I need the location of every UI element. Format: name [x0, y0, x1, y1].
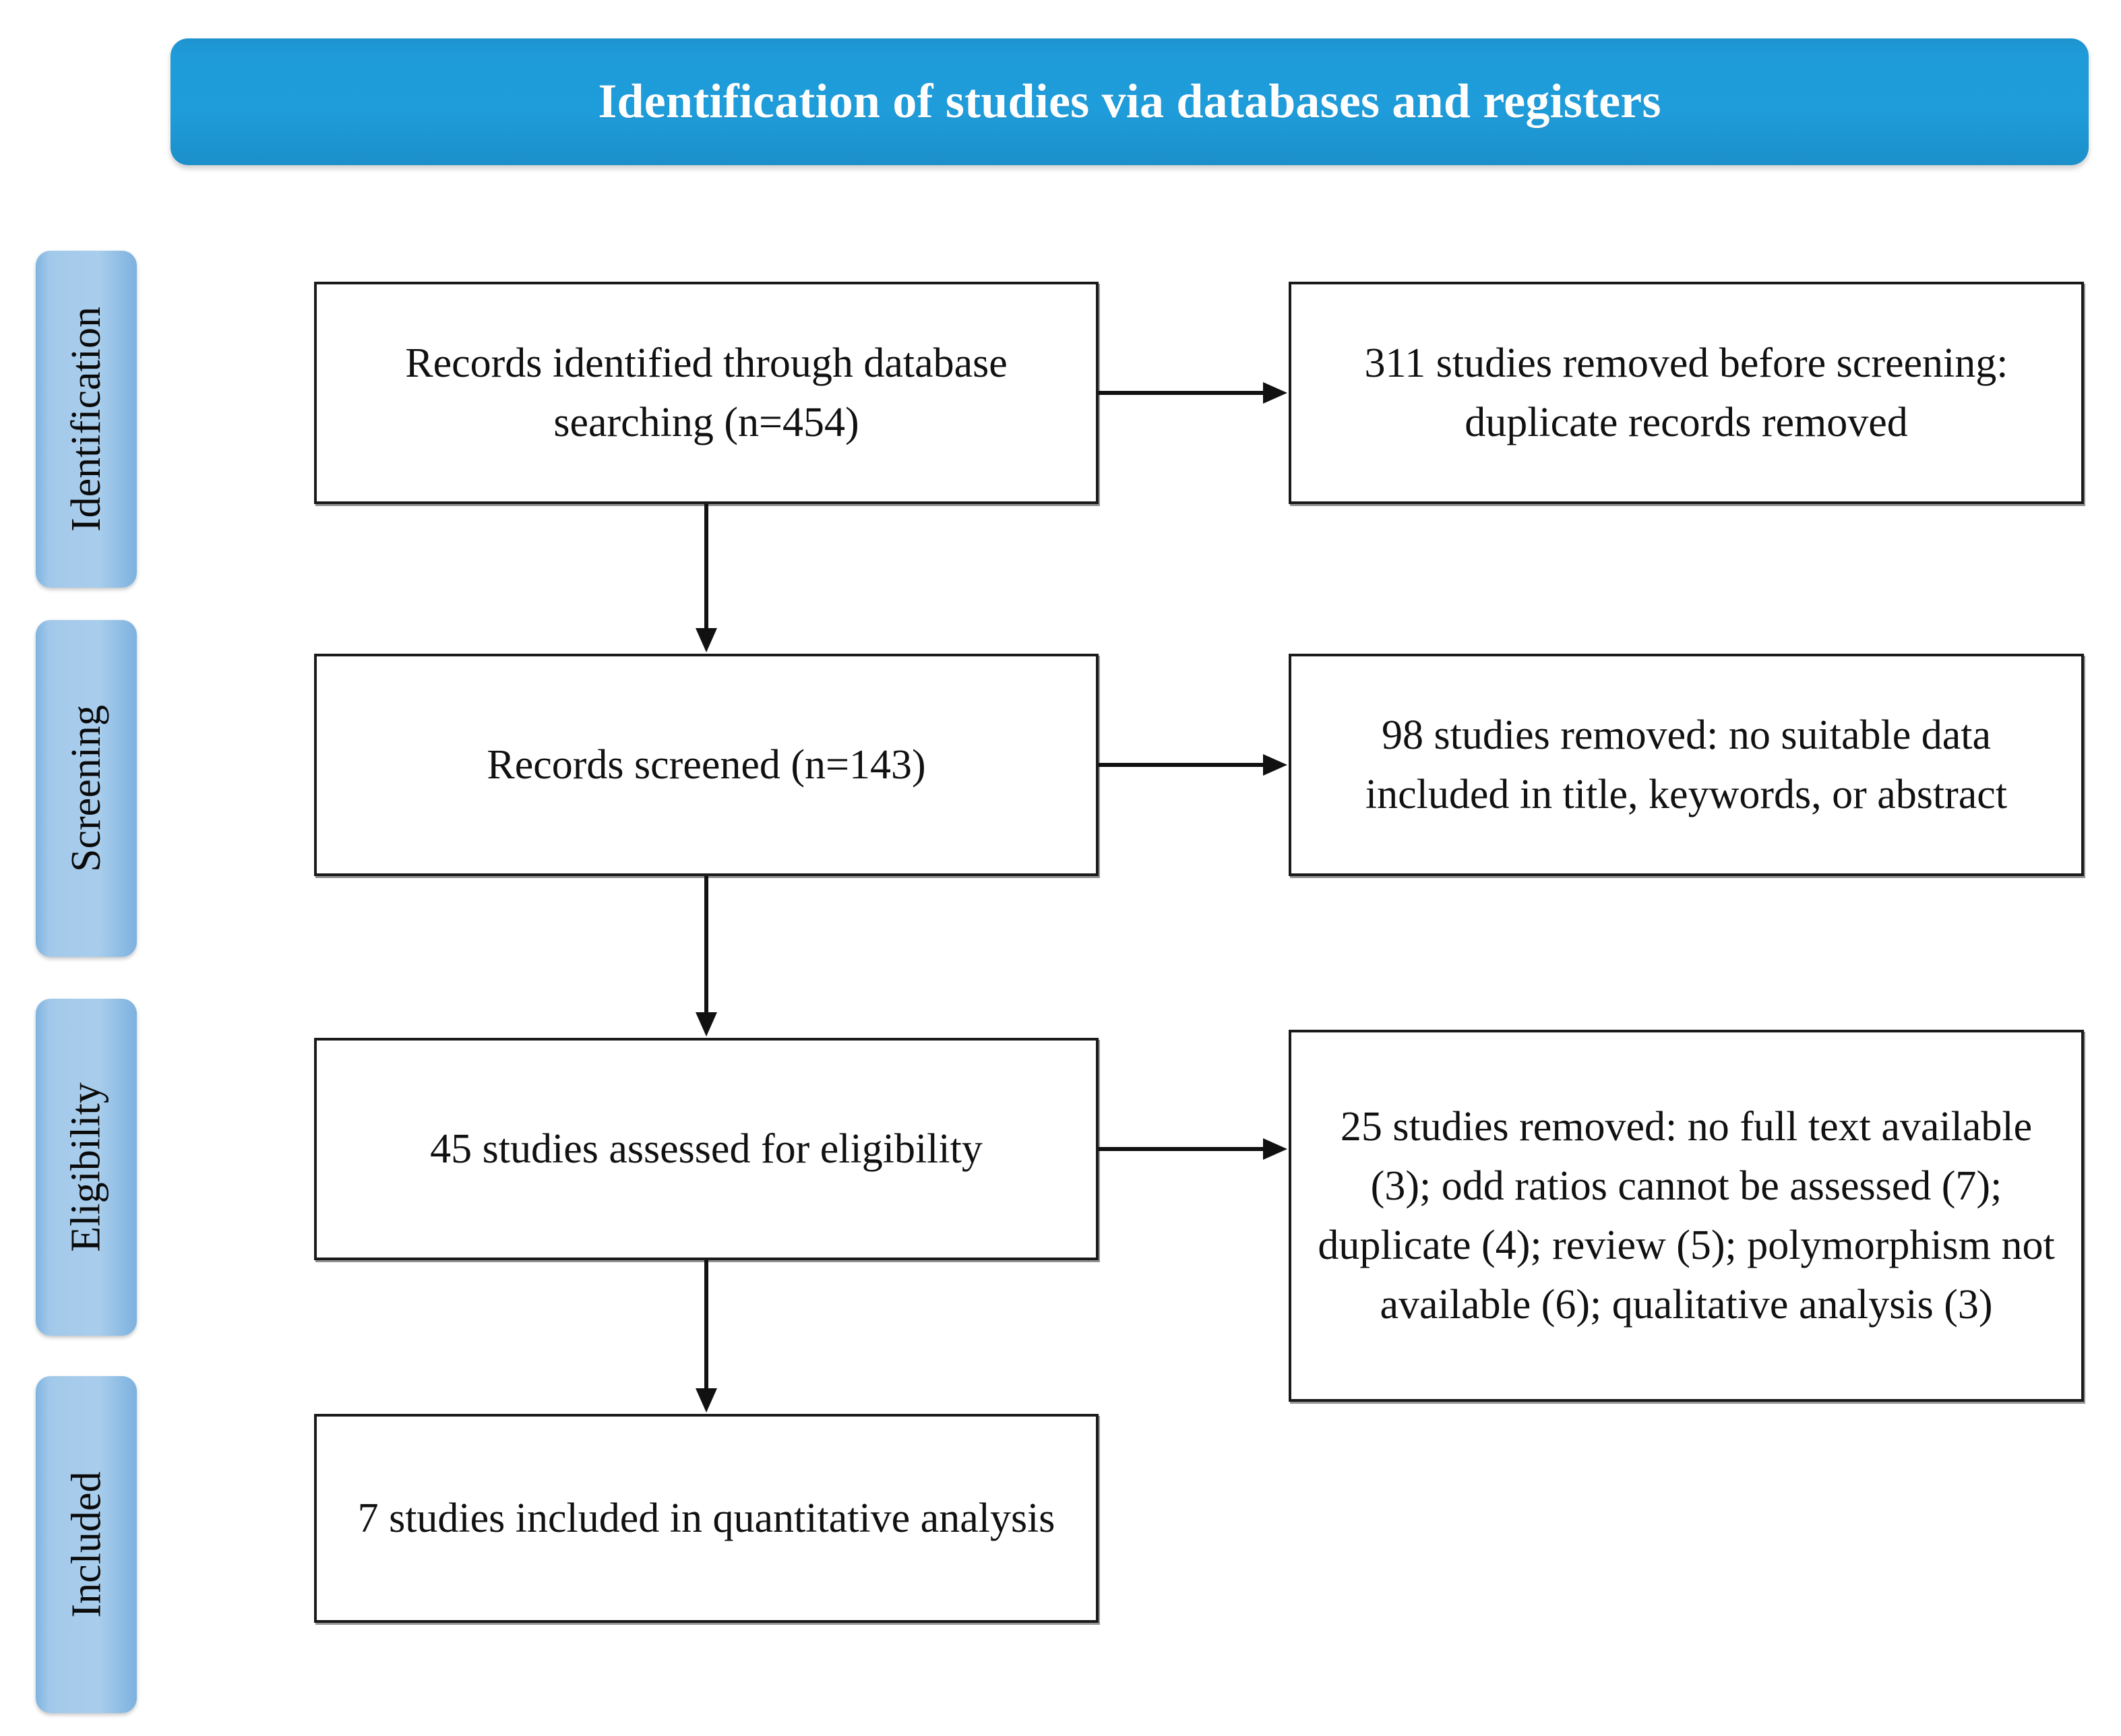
stage-tab-identification: Identification: [36, 251, 137, 588]
stage-tab-included: Included: [36, 1376, 137, 1713]
arrow-screened-to-removed: [1099, 751, 1289, 778]
box-studies-assessed: 45 studies assessed for eligibility: [314, 1038, 1099, 1260]
box-removed-at-eligibility: 25 studies removed: no full text availab…: [1289, 1030, 2084, 1402]
stage-tab-label: Eligibility: [63, 1082, 110, 1252]
arrow-identified-to-screened: [693, 504, 720, 654]
stage-tab-eligibility: Eligibility: [36, 999, 137, 1336]
stage-tab-label: Identification: [63, 307, 110, 532]
box-text: 311 studies removed before screening: du…: [1364, 340, 2008, 445]
box-studies-included: 7 studies included in quantitative analy…: [314, 1414, 1099, 1623]
arrow-identified-to-removed: [1099, 379, 1289, 406]
stage-tab-label: Included: [63, 1471, 110, 1618]
box-text: 25 studies removed: no full text availab…: [1318, 1103, 2055, 1328]
box-records-screened: Records screened (n=143): [314, 654, 1099, 876]
box-text: 98 studies removed: no suitable data inc…: [1365, 712, 2008, 817]
box-removed-before-screening: 311 studies removed before screening: du…: [1289, 282, 2084, 504]
stage-tab-label: Screening: [63, 705, 110, 872]
arrow-screened-to-assessed: [693, 876, 720, 1038]
stage-tab-screening: Screening: [36, 620, 137, 957]
box-text: Records identified through database sear…: [405, 340, 1008, 445]
diagram-header-banner: Identification of studies via databases …: [171, 38, 2089, 165]
box-text: 7 studies included in quantitative analy…: [357, 1495, 1055, 1541]
box-removed-at-screening: 98 studies removed: no suitable data inc…: [1289, 654, 2084, 876]
box-records-identified: Records identified through database sear…: [314, 282, 1099, 504]
box-text: Records screened (n=143): [487, 741, 926, 788]
box-text: 45 studies assessed for eligibility: [430, 1125, 983, 1172]
arrow-assessed-to-included: [693, 1260, 720, 1414]
arrow-assessed-to-removed: [1099, 1136, 1289, 1162]
page-title: Identification of studies via databases …: [598, 74, 1661, 129]
